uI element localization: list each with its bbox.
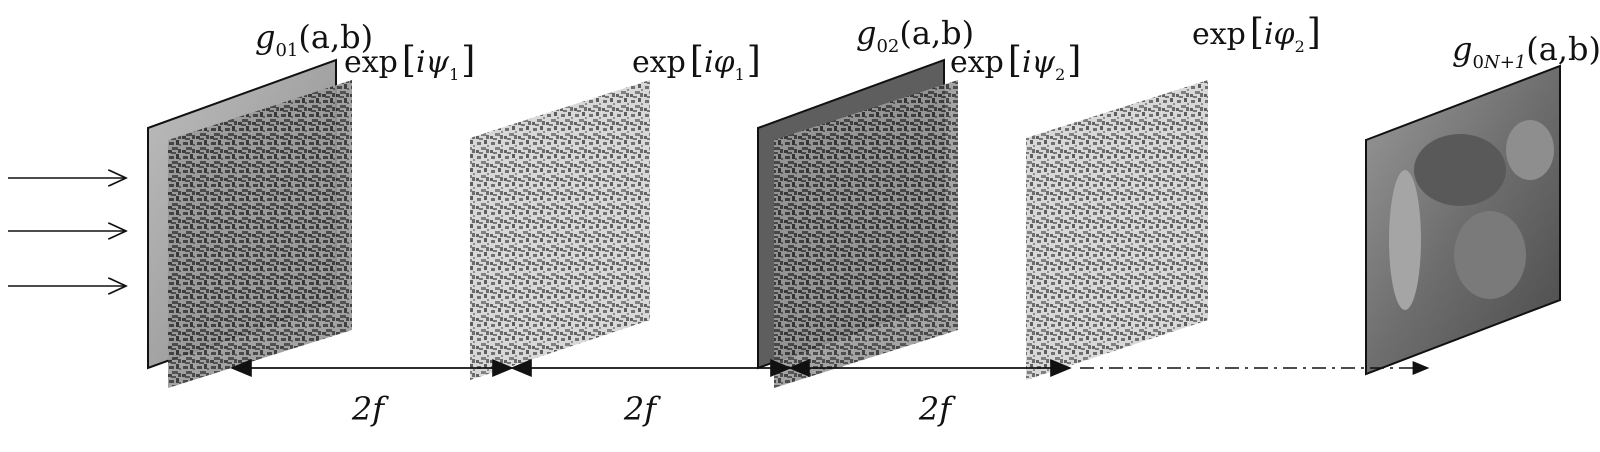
plane-g02 <box>757 58 958 388</box>
label-exp-phi1: exp[iφ1] <box>632 40 761 84</box>
label-g02: g02(a,b) <box>856 14 974 57</box>
distance-label-3: 2f <box>918 390 956 428</box>
plane-output <box>1365 64 1561 376</box>
distance-label-1: 2f <box>351 390 389 428</box>
distance-label-2: 2f <box>623 390 661 428</box>
phase-mask-psi1 <box>168 80 352 388</box>
label-exp-phi2: exp[iφ2] <box>1192 12 1321 56</box>
phase-mask-phi2 <box>1026 80 1208 380</box>
input-light-arrows <box>8 178 126 286</box>
plane-phi1 <box>470 80 650 380</box>
label-exp-psi1: exp[iψ1] <box>344 40 475 84</box>
plane-phi2 <box>1026 80 1208 380</box>
pepper-shape <box>1454 211 1526 299</box>
label-g01: g01(a,b) <box>255 18 373 61</box>
pepper-shape <box>1414 134 1506 206</box>
pepper-shape <box>1389 170 1421 310</box>
phase-mask-phi1 <box>470 80 650 380</box>
label-g0N1: g0N+1(a,b) <box>1452 30 1600 73</box>
phase-mask-psi2 <box>774 80 958 388</box>
pepper-shape <box>1506 120 1554 180</box>
plane-g01 <box>147 58 352 388</box>
label-exp-psi2: exp[iψ2] <box>950 40 1081 84</box>
